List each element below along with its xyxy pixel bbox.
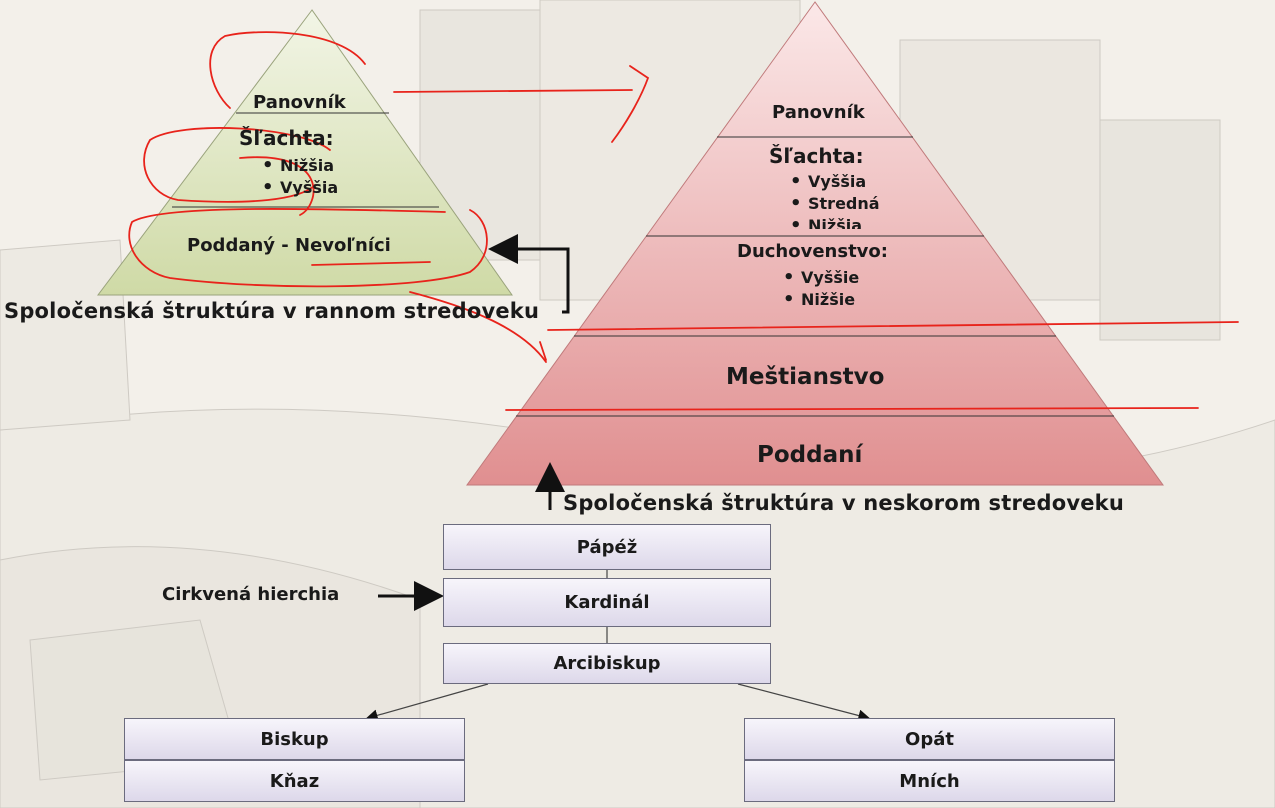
late-pyramid-caption: Spoločenská štruktúra v neskorom stredov… [563,491,1124,515]
list-item: Stredná [790,193,880,215]
early-pyramid [96,9,513,296]
late-tier-ruler: Panovník [772,102,865,123]
church-connectors [365,570,871,722]
church-level-bishop: Biskup [124,718,465,760]
link-arrow [488,234,570,314]
late-tier-nobility-title: Šľachta: [769,144,864,168]
church-level-priest: Kňaz [124,760,465,802]
church-level-cardinal: Kardinál [443,578,771,627]
early-pyramid-caption: Spoločenská štruktúra v rannom stredovek… [4,299,540,323]
list-item: Vyššie [783,267,859,289]
list-item: Nižšie [783,289,859,311]
list-item: Nižšia [262,155,338,177]
late-pyramid [466,1,1164,486]
church-level-monk: Mních [744,760,1115,802]
early-tier-ruler: Panovník [253,92,346,113]
late-tier-subjects: Poddaní [757,442,863,468]
church-level-pope: Pápéž [443,524,771,570]
red-annotations [128,31,1239,411]
church-hierarchy-label: Cirkvená hierchia [162,584,340,605]
church-level-abbot: Opát [744,718,1115,760]
list-item: Vyššia [790,171,880,193]
early-nobility-list: Nižšia Vyššia [262,155,338,199]
list-item: Vyššia [262,177,338,199]
early-tier-serfs: Poddaný - Nevoľníci [187,235,391,256]
late-nobility-list: Vyššia Stredná Nižšia [790,171,880,229]
late-tier-burghers: Meštianstvo [726,364,885,390]
late-clergy-list: Vyššie Nižšie [783,267,859,311]
late-tier-clergy-title: Duchovenstvo: [737,241,888,262]
list-item: Nižšia [790,215,880,229]
early-tier-nobility-title: Šľachta: [239,126,334,150]
church-level-archbishop: Arcibiskup [443,643,771,684]
